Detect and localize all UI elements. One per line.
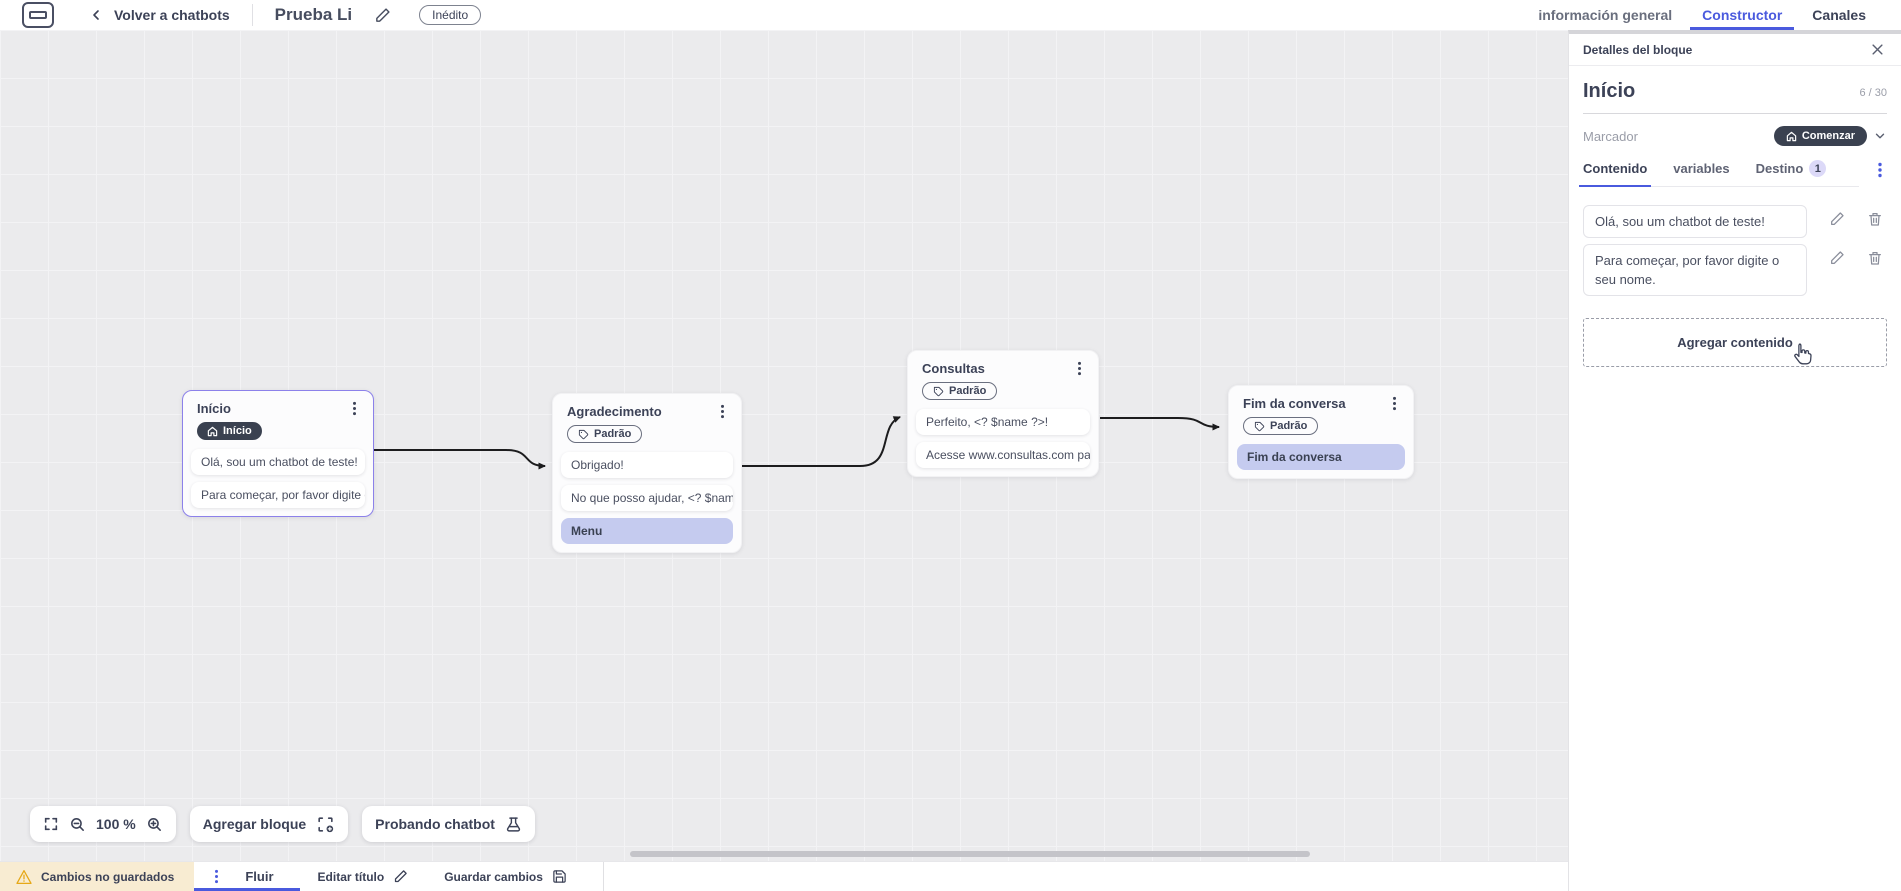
content-item[interactable]: Para começar, por favor digite o seu nom…: [1583, 244, 1807, 296]
edit-title-icon[interactable]: [374, 7, 391, 24]
content-item[interactable]: Olá, sou um chatbot de teste!: [1583, 205, 1807, 238]
home-icon: [207, 426, 218, 436]
block-badge-padrao: Padrão: [922, 382, 998, 400]
destino-count-badge: 1: [1809, 160, 1827, 177]
edit-title-button[interactable]: Editar título: [300, 862, 427, 891]
top-header: Volver a chatbots Prueba Li Inédito info…: [0, 0, 1901, 30]
warning-icon: [16, 869, 32, 884]
block-badge-padrao: Padrão: [567, 425, 643, 443]
zoom-out-icon[interactable]: [69, 816, 86, 833]
tab-destino[interactable]: Destino 1: [1756, 160, 1827, 177]
zoom-level: 100 %: [96, 816, 136, 832]
delete-icon[interactable]: [1867, 211, 1883, 227]
block-name-field[interactable]: Início: [1583, 80, 1636, 102]
content-row: Para começar, por favor digite o seu nom…: [1583, 244, 1887, 296]
block-item-menu[interactable]: Menu: [561, 518, 733, 544]
flow-canvas[interactable]: Início Início Olá, sou um chatbot de tes…: [0, 30, 1568, 861]
pencil-icon: [395, 870, 407, 883]
block-item[interactable]: Olá, sou um chatbot de teste!: [191, 449, 365, 475]
block-item[interactable]: No que posso ajudar, <? $name ...: [561, 485, 733, 511]
bottom-bar: Cambios no guardados Fluir Editar título…: [0, 861, 1568, 891]
tab-canales[interactable]: Canales: [1812, 7, 1866, 23]
content-row: Olá, sou um chatbot de teste!: [1583, 205, 1887, 238]
tab-informacion-general[interactable]: información general: [1538, 7, 1673, 23]
close-icon[interactable]: [1870, 42, 1885, 57]
flow-tab-label[interactable]: Fluir: [245, 869, 274, 884]
header-divider: [251, 4, 253, 26]
footer-divider: [602, 862, 604, 891]
flow-block-consultas[interactable]: Consultas Padrão Perfeito, <? $name ?>! …: [907, 350, 1099, 477]
tab-constructor[interactable]: Constructor: [1690, 0, 1795, 30]
block-item[interactable]: Acesse www.consultas.com par...: [916, 442, 1090, 468]
canvas-toolbar: 100 % Agregar bloque Probando chatbot: [30, 806, 535, 842]
chevron-down-icon[interactable]: [1873, 129, 1887, 143]
block-title: Fim da conversa: [1243, 396, 1346, 411]
block-item[interactable]: Obrigado!: [561, 452, 733, 478]
block-menu-icon[interactable]: [348, 401, 361, 416]
char-counter: 6 / 30: [1859, 87, 1887, 99]
marker-label: Marcador: [1583, 128, 1638, 144]
zoom-controls: 100 %: [30, 806, 176, 842]
block-item[interactable]: Perfeito, <? $name ?>!: [916, 409, 1090, 435]
block-item[interactable]: Para começar, por favor digite o ...: [191, 482, 365, 508]
flow-menu-icon[interactable]: [210, 869, 223, 884]
app-logo: [22, 2, 54, 28]
add-content-button[interactable]: Agregar contenido: [1583, 318, 1887, 367]
connection-arrow-3: [1100, 417, 1220, 431]
edit-icon[interactable]: [1829, 211, 1845, 227]
block-menu-icon[interactable]: [716, 404, 729, 419]
fullscreen-icon[interactable]: [43, 816, 59, 832]
tab-variables[interactable]: variables: [1673, 161, 1730, 176]
home-icon: [1786, 131, 1797, 141]
add-block-button[interactable]: Agregar bloque: [189, 806, 349, 842]
save-changes-button[interactable]: Guardar cambios: [426, 862, 585, 891]
edit-icon[interactable]: [1829, 250, 1845, 266]
flow-block-inicio[interactable]: Início Início Olá, sou um chatbot de tes…: [182, 390, 374, 517]
test-chatbot-button[interactable]: Probando chatbot: [362, 806, 535, 842]
back-chevron-icon[interactable]: [88, 7, 104, 23]
panel-title: Detalles del bloque: [1583, 42, 1693, 57]
save-icon: [553, 870, 566, 883]
flow-block-agradecimento[interactable]: Agradecimento Padrão Obrigado! No que po…: [552, 393, 742, 553]
header-tabs: información general Constructor Canales: [1538, 0, 1866, 30]
flow-block-fim[interactable]: Fim da conversa Padrão Fim da conversa: [1228, 385, 1414, 479]
flask-icon: [505, 816, 522, 833]
tag-icon: [1254, 421, 1265, 431]
block-title: Início: [197, 401, 231, 416]
status-badge: Inédito: [419, 5, 482, 25]
block-title: Agradecimento: [567, 404, 662, 419]
block-badge-inicio: Início: [197, 422, 262, 440]
add-block-icon: [316, 815, 335, 834]
panel-tabs: Contenido variables Destino 1: [1578, 160, 1887, 187]
back-to-chatbots-link[interactable]: Volver a chatbots: [114, 7, 230, 23]
block-item-fim[interactable]: Fim da conversa: [1237, 444, 1405, 470]
panel-menu-icon[interactable]: [1873, 162, 1887, 186]
unsaved-changes-chip: Cambios no guardados: [0, 862, 195, 891]
block-badge-padrao: Padrão: [1243, 417, 1319, 435]
tag-icon: [933, 386, 944, 396]
block-menu-icon[interactable]: [1073, 361, 1086, 376]
zoom-in-icon[interactable]: [146, 816, 163, 833]
tab-contenido[interactable]: Contenido: [1578, 161, 1652, 187]
connection-arrow-1: [374, 449, 546, 470]
chatbot-title: Prueba Li: [274, 5, 353, 24]
flow-tab[interactable]: Fluir: [194, 862, 300, 891]
marker-value-button[interactable]: Comenzar: [1773, 126, 1867, 146]
horizontal-scrollbar[interactable]: [630, 851, 1310, 857]
block-menu-icon[interactable]: [1388, 396, 1401, 411]
block-title: Consultas: [922, 361, 985, 376]
connection-arrow-2: [742, 416, 901, 467]
block-details-panel: Detalles del bloque Início 6 / 30 Marcad…: [1568, 30, 1901, 891]
tag-icon: [578, 429, 589, 439]
delete-icon[interactable]: [1867, 250, 1883, 266]
unsaved-changes-label: Cambios no guardados: [41, 869, 175, 884]
